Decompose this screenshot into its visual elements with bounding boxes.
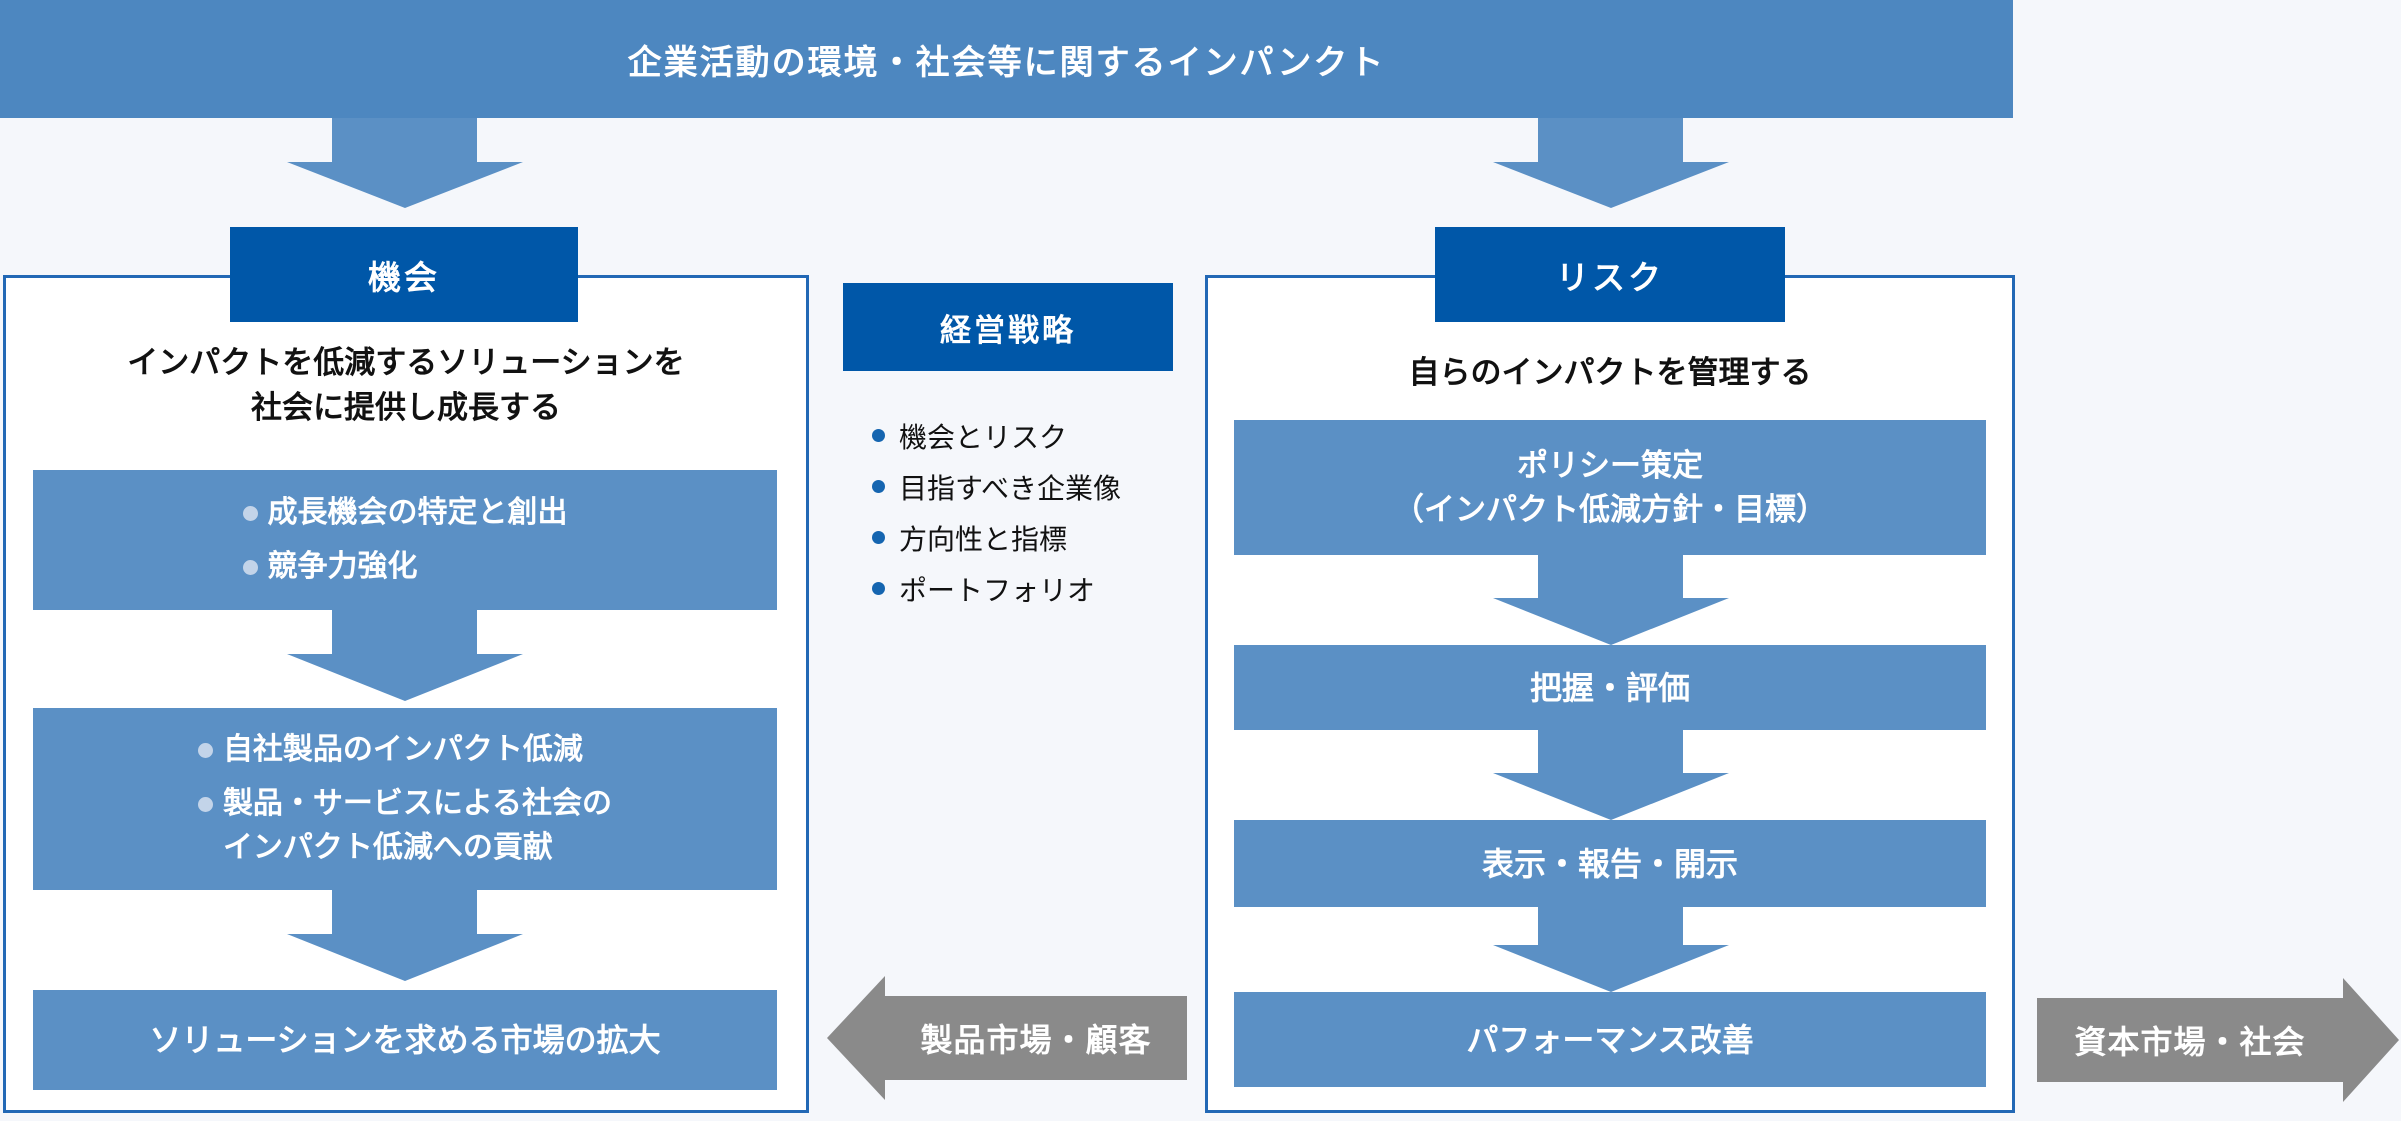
top-banner-title: 企業活動の環境・社会等に関するインパンクト: [627, 43, 1386, 82]
bullet-icon: [197, 797, 213, 812]
flow-arrow-icon: [286, 890, 523, 981]
list-item: 方向性と指標: [872, 512, 1121, 563]
arrow-stem: [1538, 730, 1683, 773]
flow-arrow-icon: [1492, 730, 1729, 820]
market-arrow-right-label: 資本市場・社会: [2074, 1024, 2306, 1060]
bullet-icon: [872, 582, 885, 595]
list-item: 成長機会の特定と創出: [242, 491, 568, 535]
flow-arrow-icon: [1492, 907, 1729, 992]
strategy-header-label: 経営戦略: [940, 312, 1076, 348]
strategy-header-box: 経営戦略: [843, 283, 1173, 371]
arrow-head: [1492, 598, 1729, 645]
opportunity-step1-bullets: 成長機会の特定と創出 競争力強化: [242, 491, 568, 589]
list-item: 機会とリスク: [872, 410, 1121, 461]
risk-step2-label: 把握・評価: [1529, 669, 1690, 706]
list-item-label: 機会とリスク: [899, 421, 1068, 453]
arrow-head: [286, 654, 523, 701]
risk-subtitle: 自らのインパクトを管理する: [1408, 355, 1812, 390]
flow-arrow-icon: [1492, 555, 1729, 645]
list-item-label: 目指すべき企業像: [899, 472, 1122, 504]
risk-step1-box: ポリシー策定 （インパクト低減方針・目標）: [1234, 420, 1986, 555]
list-item-label: 方向性と指標: [899, 523, 1068, 555]
bullet-icon: [242, 560, 258, 575]
list-item-label: 自社製品のインパクト低減: [222, 733, 583, 766]
list-item-line2: インパクト低減への貢献: [222, 831, 553, 864]
risk-step1-line2: （インパクト低減方針・目標）: [1393, 491, 1827, 527]
opportunity-outcome-label: ソリューションを求める市場の拡大: [149, 1022, 661, 1058]
arrow-stem: [332, 890, 477, 934]
arrow-head: [286, 162, 523, 208]
market-arrow-right-body: 資本市場・社会: [2037, 998, 2343, 1082]
bullet-icon: [872, 531, 885, 544]
opportunity-header-label: 機会: [368, 258, 440, 296]
down-arrow-to-risk-icon: [1492, 118, 1729, 208]
arrow-stem: [1538, 555, 1683, 598]
risk-step2-box: 把握・評価: [1234, 645, 1986, 730]
market-arrow-left: 製品市場・顧客: [827, 976, 1187, 1100]
risk-step3-box: 表示・報告・開示: [1234, 820, 1986, 907]
opportunity-step1-box: 成長機会の特定と創出 競争力強化: [33, 470, 777, 610]
opportunity-subtitle-line1: インパクトを低減するソリューションを: [127, 345, 685, 380]
strategy-list: 機会とリスク 目指すべき企業像 方向性と指標 ポートフォリオ: [872, 410, 1121, 614]
bullet-icon: [872, 480, 885, 493]
down-arrow-to-opportunity-icon: [286, 118, 523, 208]
list-item-label: 競争力強化: [267, 550, 418, 583]
list-item: 目指すべき企業像: [872, 461, 1121, 512]
flow-arrow-icon: [286, 610, 523, 701]
bullet-icon: [242, 506, 258, 521]
list-item: ポートフォリオ: [872, 563, 1121, 614]
risk-header-box: リスク: [1435, 227, 1785, 322]
opportunity-header-box: 機会: [230, 227, 578, 322]
opportunity-subtitle-line2: 社会に提供し成長する: [251, 390, 561, 425]
top-banner: 企業活動の環境・社会等に関するインパンクト: [0, 0, 2013, 118]
right-arrow-head-icon: [2343, 978, 2399, 1102]
opportunity-step2-bullets: 自社製品のインパクト低減 製品・サービスによる社会の インパクト低減への貢献: [197, 728, 612, 870]
list-item-label: 成長機会の特定と創出: [267, 496, 568, 529]
market-arrow-left-body: 製品市場・顧客: [885, 996, 1187, 1080]
opportunity-outcome-box: ソリューションを求める市場の拡大: [33, 990, 777, 1090]
arrow-head: [1492, 945, 1729, 992]
arrow-stem: [332, 118, 477, 162]
risk-step1-line1: ポリシー策定: [1517, 447, 1703, 483]
arrow-stem: [332, 610, 477, 654]
risk-step4-box: パフォーマンス改善: [1234, 992, 1986, 1087]
opportunity-subtitle: インパクトを低減するソリューションを 社会に提供し成長する: [3, 340, 809, 430]
list-item-label: ポートフォリオ: [899, 574, 1096, 606]
market-arrow-right: 資本市場・社会: [2037, 978, 2399, 1102]
opportunity-step2-box: 自社製品のインパクト低減 製品・サービスによる社会の インパクト低減への貢献: [33, 708, 777, 890]
list-item: 製品・サービスによる社会の インパクト低減への貢献: [197, 782, 612, 870]
risk-step3-label: 表示・報告・開示: [1481, 845, 1738, 882]
arrow-stem: [1538, 907, 1683, 945]
risk-step4-label: パフォーマンス改善: [1466, 1021, 1754, 1058]
arrow-stem: [1538, 118, 1683, 162]
bullet-icon: [872, 429, 885, 442]
left-arrow-head-icon: [827, 976, 885, 1100]
list-item: 競争力強化: [242, 545, 568, 589]
arrow-head: [1492, 162, 1729, 208]
list-item-line1: 製品・サービスによる社会の: [222, 787, 613, 820]
list-item-label: 製品・サービスによる社会の インパクト低減への貢献: [223, 782, 612, 870]
arrow-head: [1492, 773, 1729, 820]
arrow-head: [286, 934, 523, 981]
bullet-icon: [197, 743, 213, 758]
list-item: 自社製品のインパクト低減: [197, 728, 612, 772]
risk-header-label: リスク: [1556, 258, 1664, 296]
market-arrow-left-label: 製品市場・顧客: [920, 1022, 1152, 1058]
